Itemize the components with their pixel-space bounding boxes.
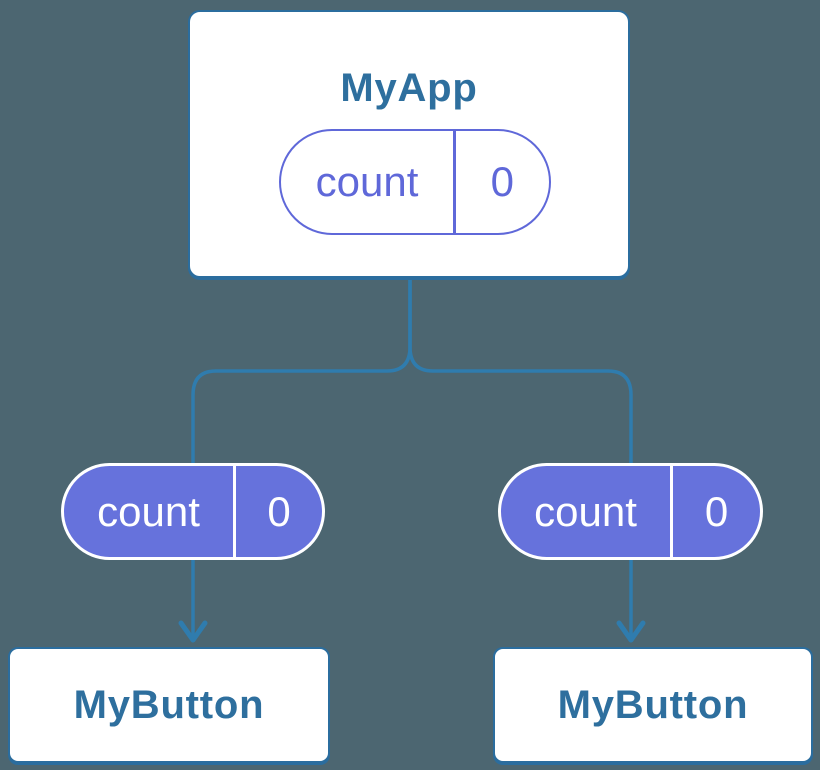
edge-root-to-left-child	[191, 278, 412, 638]
arrowhead-left-icon	[178, 620, 208, 643]
state-pill-root: count 0	[279, 129, 551, 235]
state-label: count	[315, 158, 419, 205]
state-pill-right-child: count 0	[498, 463, 763, 560]
arrowhead-right-icon	[616, 620, 646, 643]
edge-root-to-right-child	[408, 278, 633, 638]
state-label: count	[534, 487, 637, 535]
node-mybutton-left-title: MyButton	[73, 683, 265, 727]
state-value: 0	[704, 487, 729, 535]
node-myapp-title: MyApp	[340, 66, 478, 110]
state-pill-divider	[670, 466, 673, 557]
node-mybutton-right-title: MyButton	[557, 683, 749, 727]
state-pill-left-child: count 0	[61, 463, 325, 560]
state-pill-divider	[233, 466, 236, 557]
state-label: count	[97, 487, 200, 535]
state-value: 0	[267, 487, 291, 535]
state-pill-divider	[453, 131, 456, 233]
node-myapp: MyApp count 0	[188, 10, 630, 278]
node-mybutton-left: MyButton	[8, 647, 330, 763]
state-value: 0	[490, 158, 514, 205]
node-mybutton-right: MyButton	[493, 647, 813, 763]
